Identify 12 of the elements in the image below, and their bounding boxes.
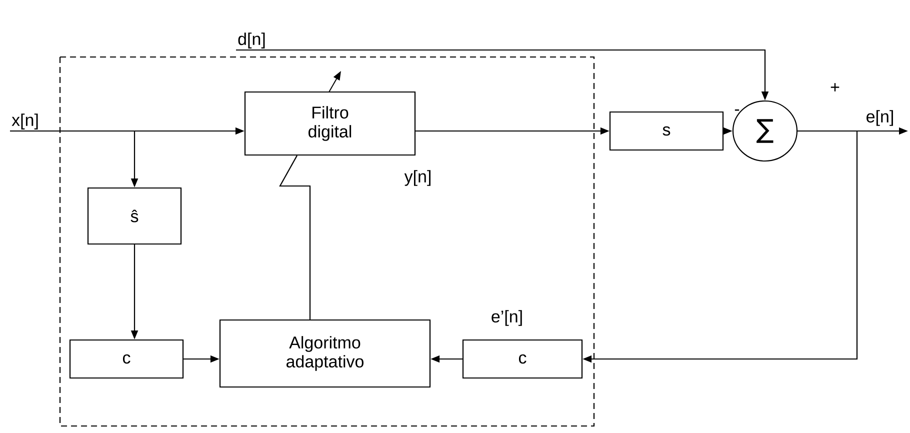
signal-label: y[n] <box>404 170 430 186</box>
block-box: s <box>609 111 724 151</box>
signal-label: d[n] <box>238 32 265 48</box>
edge-label: e[n] <box>866 110 893 126</box>
block-box: c <box>69 339 184 379</box>
block-box: Algoritmo adaptativo <box>219 319 431 388</box>
block-box: ŝ <box>87 187 182 245</box>
sign-label: + <box>830 83 840 92</box>
sign-label: - <box>734 109 740 111</box>
block-box: Filtro digital <box>244 91 416 156</box>
block-box: c <box>462 339 583 379</box>
signal-label: x[n] <box>12 114 38 130</box>
